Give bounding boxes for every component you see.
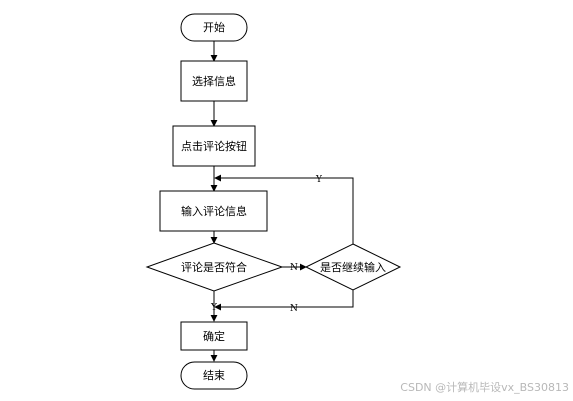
node-end: 结束 (180, 361, 248, 390)
node-confirm-label: 确定 (203, 329, 225, 343)
label-continue-yes: Y (315, 175, 323, 185)
watermark: CSDN @计算机毕设vx_BS30813 (400, 381, 569, 394)
node-confirm: 确定 (180, 321, 248, 351)
node-continue-input-label: 是否继续输入 (320, 260, 386, 274)
node-end-label: 结束 (203, 369, 225, 382)
node-click-comment: 点击评论按钮 (172, 125, 256, 167)
node-input-comment: 输入评论信息 (159, 190, 268, 232)
node-select-info-label: 选择信息 (192, 74, 236, 88)
node-input-comment-label: 输入评论信息 (181, 204, 247, 218)
node-start: 开始 (180, 13, 248, 42)
label-check-yes: Y (210, 303, 218, 313)
edges (210, 41, 354, 362)
label-check-no: N (290, 263, 298, 273)
node-check-valid: 评论是否符合 (145, 242, 284, 292)
node-check-valid-label: 评论是否符合 (181, 260, 247, 274)
edge-continue-yes-loop (214, 174, 354, 244)
node-click-comment-label: 点击评论按钮 (181, 139, 247, 153)
node-select-info: 选择信息 (180, 60, 248, 102)
node-start-label: 开始 (203, 20, 225, 34)
node-continue-input: 是否继续输入 (304, 243, 402, 291)
edge-continue-no (214, 290, 354, 311)
label-continue-no: N (290, 304, 298, 314)
